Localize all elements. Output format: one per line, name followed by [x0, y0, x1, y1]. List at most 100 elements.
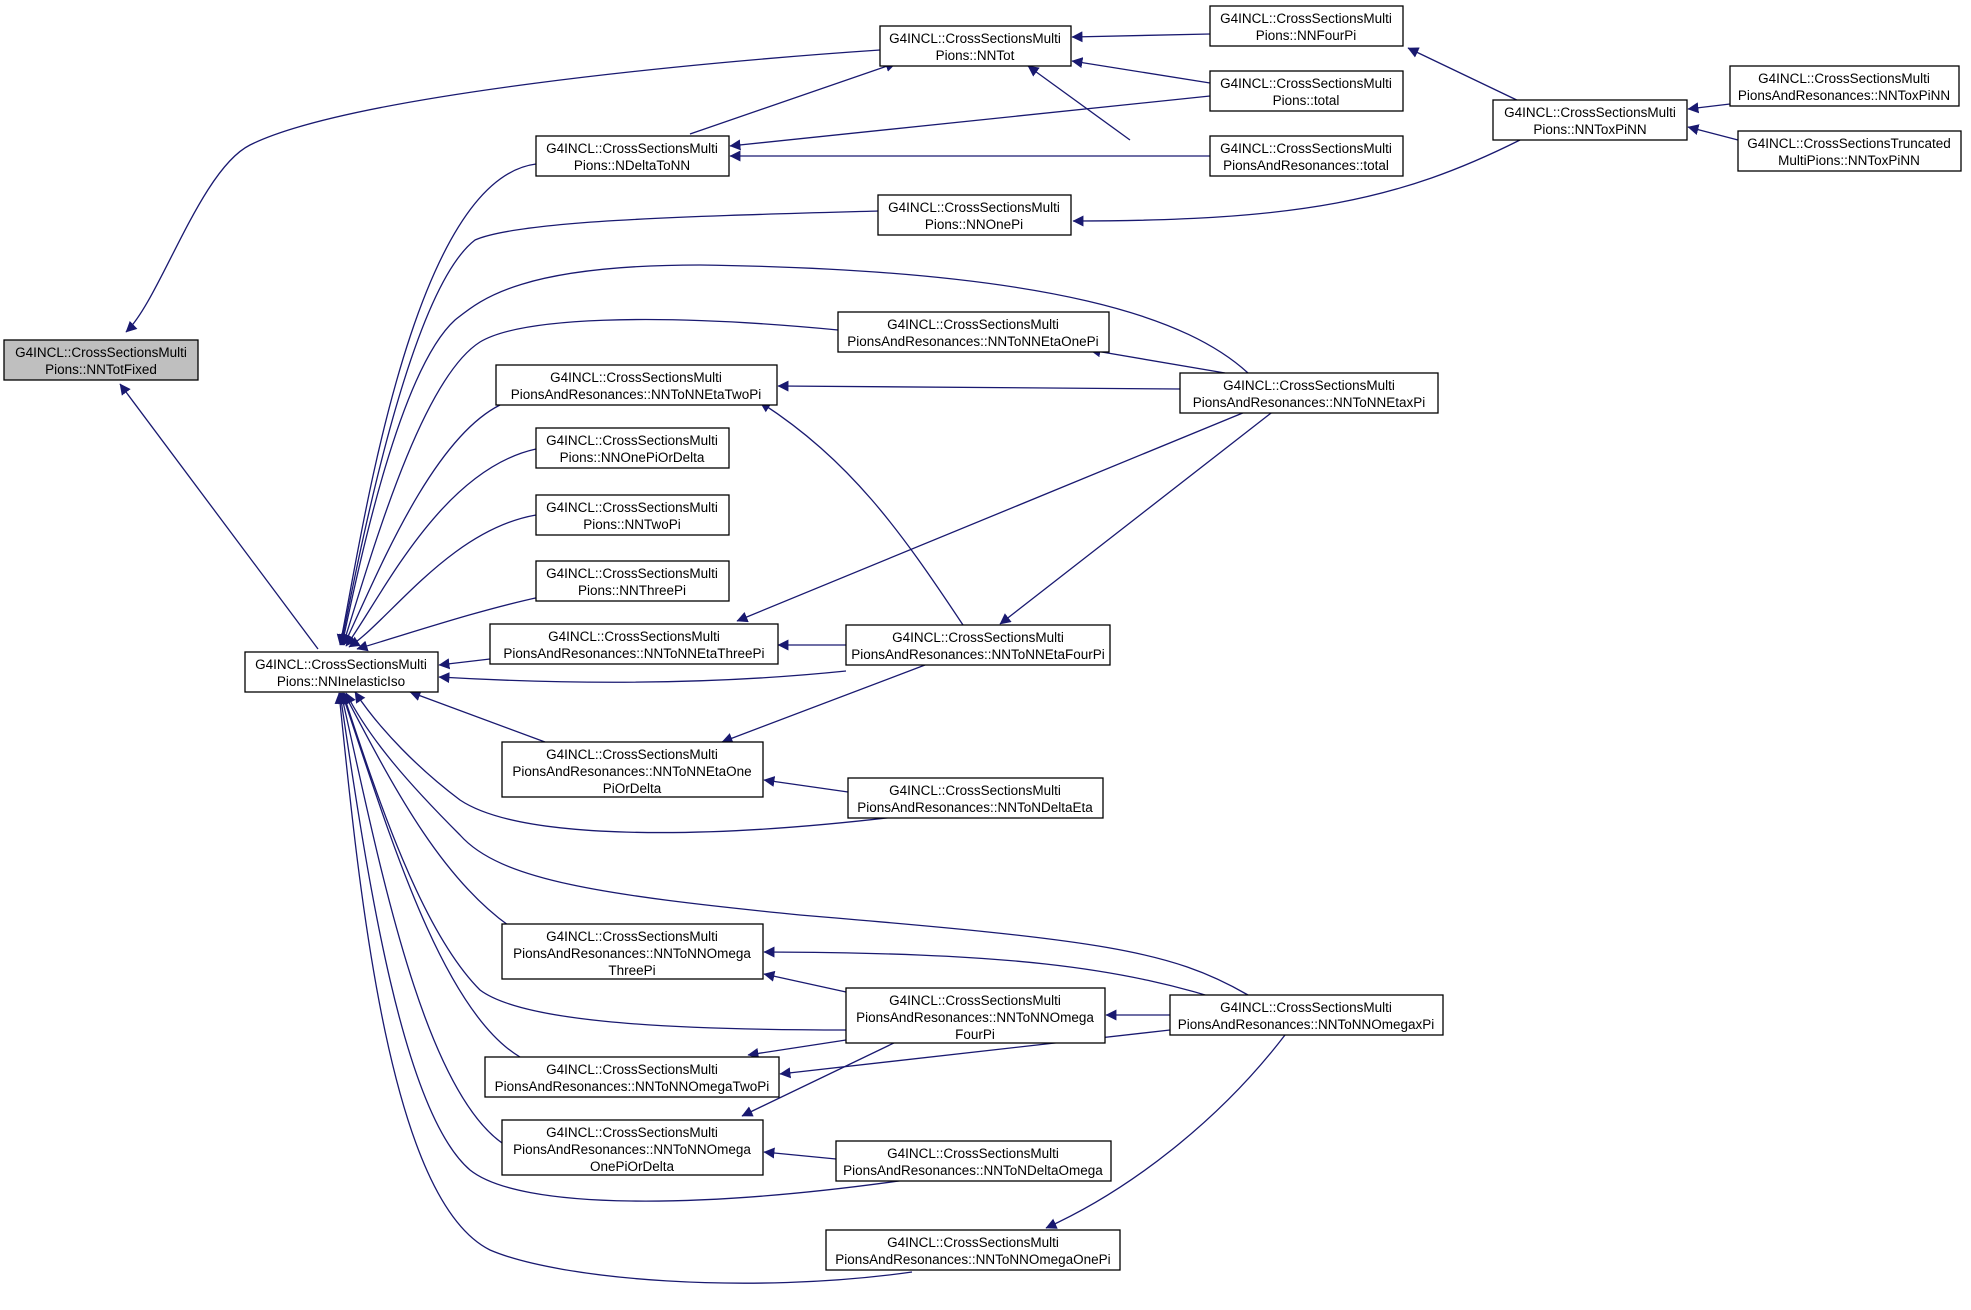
node-label: G4INCL::CrossSectionsMulti	[546, 929, 718, 944]
node-nntwopi[interactable]: G4INCL::CrossSectionsMulti Pions::NNTwoP…	[535, 494, 730, 536]
node-label: PionsAndResonances::NNToNNEtaThreePi	[503, 646, 764, 661]
edge-ndeltatonn-to-nninelasticiso	[336, 163, 537, 646]
node-label: G4INCL::CrossSectionsMulti	[1220, 76, 1392, 91]
edge-nnonepiordelta-to-nninelasticiso	[345, 448, 537, 647]
node-label: G4INCL::CrossSectionsMulti	[1220, 141, 1392, 156]
node-label: G4INCL::CrossSectionsMulti	[892, 630, 1064, 645]
node-nntondeltaeta[interactable]: G4INCL::CrossSectionsMulti PionsAndReson…	[847, 777, 1104, 819]
node-nntonnetathreepi[interactable]: G4INCL::CrossSectionsMulti PionsAndReson…	[489, 623, 779, 665]
node-label: G4INCL::CrossSectionsMulti	[546, 500, 718, 515]
edge-nntonnomegaonepi-to-nninelasticiso	[334, 692, 913, 1284]
edge-nntot-to-nntotfixed	[125, 49, 881, 333]
node-nntotfixed[interactable]: G4INCL::CrossSectionsMulti Pions::NNTotF…	[3, 339, 199, 381]
node-label: Pions::NNOnePiOrDelta	[560, 450, 705, 465]
node-label: Pions::NDeltaToNN	[574, 158, 690, 173]
node-nntonnetatwopi[interactable]: G4INCL::CrossSectionsMulti PionsAndReson…	[495, 364, 778, 406]
node-label: G4INCL::CrossSectionsMulti	[15, 345, 187, 360]
node-nninelasticiso[interactable]: G4INCL::CrossSectionsMulti Pions::NNInel…	[244, 651, 439, 693]
node-label: PionsAndResonances::NNToNNOmega	[856, 1010, 1094, 1025]
node-label: G4INCL::CrossSectionsMulti	[1220, 1000, 1392, 1015]
node-label: G4INCL::CrossSectionsMulti	[546, 747, 718, 762]
node-nntonnetaonepi[interactable]: G4INCL::CrossSectionsMulti PionsAndReson…	[837, 311, 1110, 353]
node-nntot[interactable]: G4INCL::CrossSectionsMulti Pions::NNTot	[879, 25, 1072, 67]
edges	[119, 31, 1739, 1284]
node-label: Pions::NNTotFixed	[45, 362, 157, 377]
edge-nntondeltaomega-to-nntonnomegaonepiordelta	[763, 1147, 837, 1160]
edge-nntonnetaonepiordelta-to-nninelasticiso	[409, 690, 546, 743]
edge-nntwopi-to-nninelasticiso	[348, 514, 537, 648]
node-label: PionsAndResonances::NNToNNOmega	[513, 1142, 751, 1157]
node-label: Pions::total	[1273, 93, 1340, 108]
node-label: PionsAndResonances::total	[1223, 158, 1389, 173]
node-nntonnomegafourpi[interactable]: G4INCL::CrossSectionsMulti PionsAndReson…	[845, 987, 1106, 1044]
edge-nntonnomegafourpi-to-nninelasticiso	[341, 692, 847, 1031]
edge-nntonnetaxpi-to-nninelasticiso	[338, 264, 1249, 646]
edge-nnonepi-to-nninelasticiso	[337, 210, 879, 646]
node-label: Pions::NNTwoPi	[583, 517, 681, 532]
node-label: G4INCL::CrossSectionsMulti	[889, 783, 1061, 798]
node-label: G4INCL::CrossSectionsMulti	[550, 370, 722, 385]
node-label: G4INCL::CrossSectionsMulti	[548, 629, 720, 644]
node-label: PionsAndResonances::NNToNDeltaEta	[857, 800, 1093, 815]
edge-nntonnomegathreepi-to-nninelasticiso	[343, 692, 516, 931]
node-label: G4INCL::CrossSectionsMulti	[546, 1125, 718, 1140]
node-nntondeltaomega[interactable]: G4INCL::CrossSectionsMulti PionsAndReson…	[835, 1140, 1112, 1182]
edge-nntoxpinn-to-nnonepi	[1072, 139, 1521, 227]
edge-nntonnomegaxpi-to-nninelasticiso	[345, 692, 1249, 996]
node-label: G4INCL::CrossSectionsMulti	[1758, 71, 1930, 86]
nodes: G4INCL::CrossSectionsMulti Pions::NNTotF…	[3, 5, 1962, 1271]
node-nntoxpinn[interactable]: G4INCL::CrossSectionsMulti Pions::NNToxP…	[1492, 99, 1688, 141]
node-label: FourPi	[955, 1027, 995, 1042]
node-label: MultiPions::NNToxPiNN	[1778, 153, 1920, 168]
node-label: PionsAndResonances::NNToNDeltaOmega	[843, 1163, 1103, 1178]
edge-nntonnetafourpi-to-nntonnetaonepiordelta	[721, 664, 926, 744]
node-label: Pions::NNTot	[936, 48, 1015, 63]
node-nntonnetaxpi[interactable]: G4INCL::CrossSectionsMulti PionsAndReson…	[1179, 372, 1439, 414]
node-label: Pions::NNOnePi	[925, 217, 1023, 232]
node-nntonnomegatwopi[interactable]: G4INCL::CrossSectionsMulti PionsAndReson…	[484, 1056, 780, 1098]
node-label: Pions::NNThreePi	[578, 583, 686, 598]
node-nnthreepi[interactable]: G4INCL::CrossSectionsMulti Pions::NNThre…	[535, 560, 730, 602]
node-nntonnomegathreepi[interactable]: G4INCL::CrossSectionsMulti PionsAndReson…	[501, 923, 764, 980]
edge-nntonnetaonepi-to-nninelasticiso	[340, 318, 839, 646]
node-label: PionsAndResonances::NNToNNOmegaOnePi	[835, 1252, 1110, 1267]
node-label: G4INCL::CrossSectionsMulti	[887, 1146, 1059, 1161]
edge-nntondeltaeta-to-nntonnetaonepiordelta	[763, 776, 849, 793]
edge-nntoxpinn-to-nnfourpi	[1407, 47, 1524, 104]
node-label: OnePiOrDelta	[590, 1159, 675, 1174]
edge-nninelasticiso-to-nntotfixed	[119, 383, 319, 650]
node-label: PionsAndResonances::NNToNNEtaTwoPi	[511, 387, 762, 402]
node-nnonepi[interactable]: G4INCL::CrossSectionsMulti Pions::NNOneP…	[877, 194, 1072, 236]
node-label: G4INCL::CrossSectionsMulti	[887, 1235, 1059, 1250]
node-label: G4INCL::CrossSectionsMulti	[546, 1062, 718, 1077]
edge-nntonnomegaonepiordelta-to-nninelasticiso	[337, 692, 506, 1146]
node-label: G4INCL::CrossSectionsTruncated	[1747, 136, 1951, 151]
edge-ndeltatonn-to-nntot	[689, 61, 897, 135]
edge-nntonnetaxpi-to-nntonnetatwopi	[777, 380, 1181, 392]
node-label: PionsAndResonances::NNToNNOmegaxPi	[1178, 1017, 1435, 1032]
node-par-total[interactable]: G4INCL::CrossSectionsMulti PionsAndReson…	[1209, 135, 1404, 177]
edge-nntonnomegafourpi-to-nntonnomegatwopi	[747, 1039, 847, 1059]
node-label: G4INCL::CrossSectionsMulti	[255, 657, 427, 672]
node-nntonnomegaxpi[interactable]: G4INCL::CrossSectionsMulti PionsAndReson…	[1169, 994, 1444, 1036]
node-label: G4INCL::CrossSectionsMulti	[546, 566, 718, 581]
node-nntonnomegaonepiordelta[interactable]: G4INCL::CrossSectionsMulti PionsAndReson…	[501, 1119, 764, 1176]
node-nnonepiordelta[interactable]: G4INCL::CrossSectionsMulti Pions::NNOneP…	[535, 427, 730, 469]
node-label: ThreePi	[608, 963, 655, 978]
edge-nntondeltaomega-to-nninelasticiso	[336, 692, 921, 1202]
node-nntonnetafourpi[interactable]: G4INCL::CrossSectionsMulti PionsAndReson…	[845, 624, 1111, 666]
node-trunc-nntoxpinn[interactable]: G4INCL::CrossSectionsTruncated MultiPion…	[1737, 130, 1962, 172]
node-label: PionsAndResonances::NNToNNEtaOne	[512, 764, 751, 779]
node-par-nntoxpinn[interactable]: G4INCL::CrossSectionsMulti PionsAndReson…	[1729, 65, 1960, 107]
node-nnfourpi[interactable]: G4INCL::CrossSectionsMulti Pions::NNFour…	[1209, 5, 1404, 47]
node-nntonnetaonepiordelta[interactable]: G4INCL::CrossSectionsMulti PionsAndReson…	[501, 741, 764, 798]
edge-trunc_nntoxpinn-to-nntoxpinn	[1687, 124, 1739, 141]
edge-nntonnetaxpi-to-nntonnetaonepi	[1089, 346, 1226, 374]
node-ndeltatonn[interactable]: G4INCL::CrossSectionsMulti Pions::NDelta…	[535, 135, 730, 177]
node-nntonnomegaonepi[interactable]: G4INCL::CrossSectionsMulti PionsAndReson…	[825, 1229, 1121, 1271]
edge-nntonnetaxpi-to-nntonnetafourpi	[999, 409, 1276, 625]
node-label: G4INCL::CrossSectionsMulti	[887, 317, 1059, 332]
node-pions-total[interactable]: G4INCL::CrossSectionsMulti Pions::total	[1209, 70, 1404, 112]
node-label: PionsAndResonances::NNToNNOmega	[513, 946, 751, 961]
edge-par_total-to-nntot	[1027, 65, 1131, 141]
